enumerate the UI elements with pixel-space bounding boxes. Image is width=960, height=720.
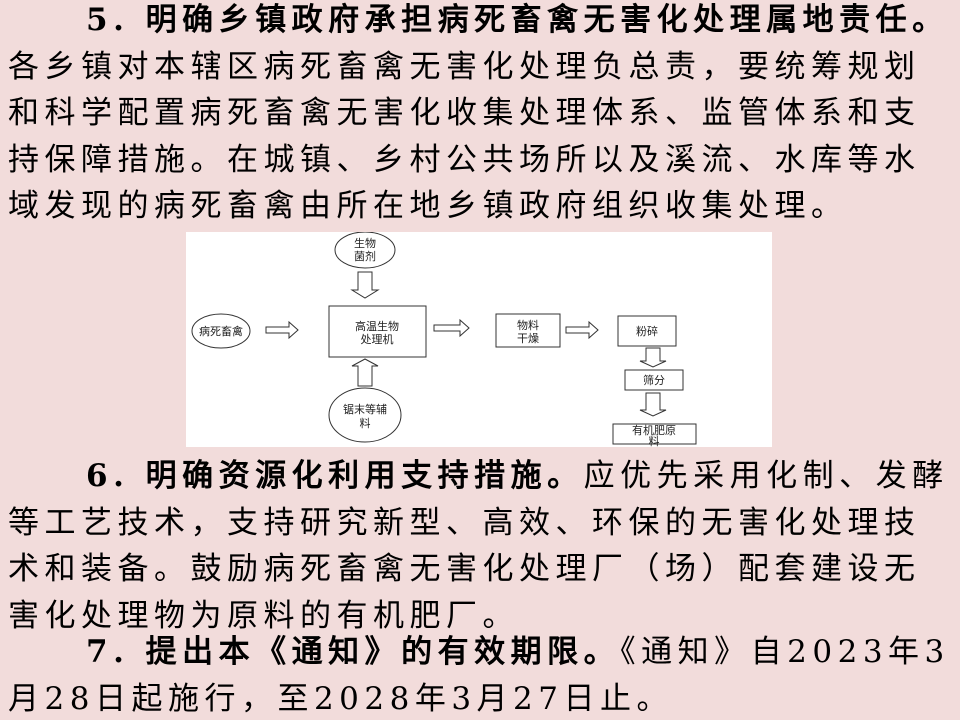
body-text: 和科学配置病死畜禽无害化收集处理体系、监管体系和支 <box>8 95 921 131</box>
body-text: 术和装备。鼓励病死畜禽无害化处理厂（场）配套建设无 <box>8 551 921 587</box>
body-text: 月28日起施行，至2028年3月27日止。 <box>8 680 674 717</box>
text-line: 月28日起施行，至2028年3月27日止。 <box>8 679 673 719</box>
text-line: 等工艺技术，支持研究新型、高效、环保的无害化处理技 <box>8 503 921 543</box>
body-text: 各乡镇对本辖区病死畜禽无害化处理负总责，要统筹规划 <box>8 48 921 85</box>
text-line: 持保障措施。在城镇、乡村公共场所以及溪流、水库等水 <box>8 140 921 180</box>
arrow-right-icon <box>265 320 299 340</box>
bold-heading: 5. 明确乡镇政府承担病死畜禽无害化处理属地责任。 <box>86 2 949 38</box>
text-line: 术和装备。鼓励病死畜禽无害化处理厂（场）配套建设无 <box>8 549 921 589</box>
arrow-right-icon <box>433 318 470 338</box>
text-line: 和科学配置病死畜禽无害化收集处理体系、监管体系和支 <box>8 93 921 133</box>
crushing-label: 粉碎 <box>636 324 658 338</box>
text-line: 害化处理物为原料的有机肥厂。 <box>8 596 519 636</box>
body-text: 等工艺技术，支持研究新型、高效、环保的无害化处理技 <box>8 504 921 541</box>
bio-agent-node <box>334 232 396 269</box>
dead-livestock-node <box>191 313 251 349</box>
arrow-down-icon <box>350 271 380 299</box>
screening-node <box>624 369 684 391</box>
bold-heading: 7. 提出本《通知》的有效期限。 <box>86 634 621 670</box>
bio-agent-label: 菌剂 <box>354 249 376 263</box>
sawdust-label: 锯末等辅 <box>343 402 387 416</box>
screening-label: 筛分 <box>643 373 665 387</box>
fertilizer-label: 有机肥原 <box>632 423 676 437</box>
processor-node <box>328 305 427 358</box>
arrow-right-icon <box>565 320 599 340</box>
arrow-up-icon <box>351 358 379 387</box>
text-line: 7. 提出本《通知》的有效期限。《通知》自2023年3 <box>86 632 950 672</box>
crushing-node <box>617 315 677 347</box>
body-text: 应优先采用化制、发酵 <box>583 458 949 494</box>
fertilizer-label: 料 <box>649 434 660 447</box>
body-text: 域发现的病死畜禽由所在地乡镇政府组织收集处理。 <box>8 188 848 224</box>
drying-label: 物料 <box>517 318 539 332</box>
sawdust-label: 料 <box>360 416 371 430</box>
bio-agent-label: 生物 <box>354 236 376 250</box>
text-line: 6. 明确资源化利用支持措施。应优先采用化制、发酵 <box>86 456 949 496</box>
text-line: 域发现的病死畜禽由所在地乡镇政府组织收集处理。 <box>8 186 848 226</box>
fertilizer-node <box>612 423 697 445</box>
body-text: 害化处理物为原料的有机肥厂。 <box>8 597 519 634</box>
text-line: 各乡镇对本辖区病死畜禽无害化处理负总责，要统筹规划 <box>8 47 921 87</box>
dead-livestock-label: 病死畜禽 <box>199 324 243 338</box>
body-text: 《通知》自2023年3 <box>620 634 950 670</box>
processor-label: 高温生物 <box>355 319 399 333</box>
text-line: 5. 明确乡镇政府承担病死畜禽无害化处理属地责任。 <box>86 0 949 40</box>
bold-heading: 6. 明确资源化利用支持措施。 <box>86 458 584 494</box>
body-text: 持保障措施。在城镇、乡村公共场所以及溪流、水库等水 <box>8 141 921 178</box>
arrow-down-icon <box>639 347 667 368</box>
sawdust-node <box>328 387 402 443</box>
process-flow-diagram: 生物 菌剂 病死畜禽 高温生物 处理机 锯末等辅 料 物料 干燥 粉碎 筛分 有… <box>186 232 772 447</box>
arrow-down-icon <box>639 392 667 417</box>
processor-label: 处理机 <box>361 332 394 346</box>
drying-label: 干燥 <box>517 332 539 345</box>
drying-node <box>495 313 561 348</box>
